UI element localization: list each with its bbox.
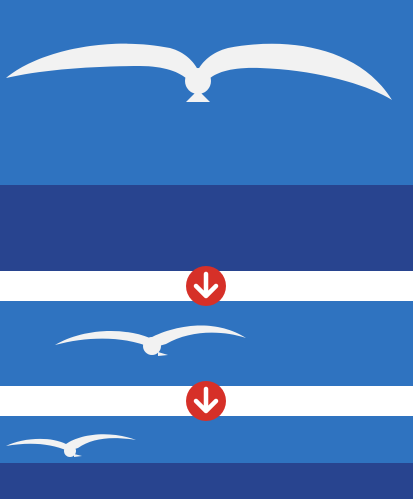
- arrow-down-circle-icon: [186, 266, 226, 306]
- panel-2-sky: [0, 301, 413, 386]
- arrow-down-circle-icon: [186, 381, 226, 421]
- panel-1-deep: [0, 185, 413, 271]
- panel-3-deep: [0, 463, 413, 499]
- panel-1-sky: [0, 0, 413, 185]
- panel-3-sky: [0, 416, 413, 463]
